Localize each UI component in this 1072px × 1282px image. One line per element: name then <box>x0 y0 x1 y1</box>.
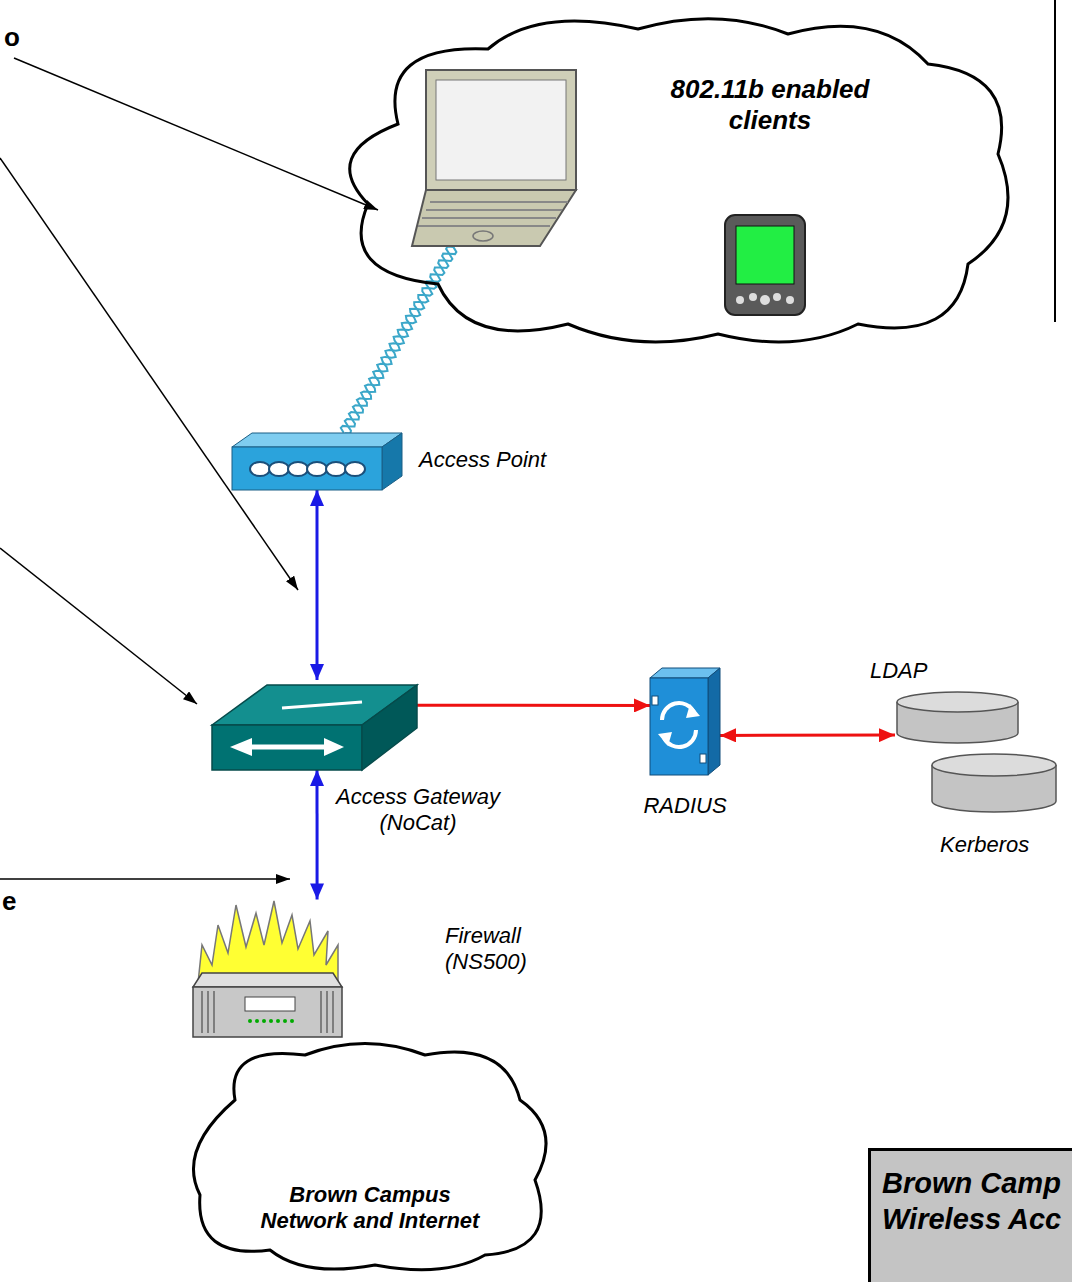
node-label: Firewall (NS500) <box>445 923 565 976</box>
wave-strand <box>345 247 457 434</box>
link-arrow <box>317 490 318 680</box>
firewall-icon-shape <box>190 895 345 1043</box>
node-label: Access Gateway (NoCat) <box>328 784 508 837</box>
campus-network-cloud-shape <box>175 1030 565 1280</box>
node-label: Brown Camp <box>882 1166 1061 1201</box>
leader-line <box>0 548 197 704</box>
title-box: Brown CampWireless Acc <box>868 1148 1072 1282</box>
node-label: LDAP <box>870 658 927 684</box>
node-label: Brown Campus Network and Internet <box>255 1182 485 1235</box>
ldap-database-shape <box>895 690 1020 745</box>
cut-off-text: o <box>4 22 20 53</box>
ldap-database: LDAP <box>895 690 1020 745</box>
campus-network-cloud: Brown Campus Network and Internet <box>175 1030 565 1280</box>
cut-off-text: e <box>2 886 16 917</box>
link-arrow <box>720 735 895 736</box>
access-point-icon: Access Point <box>232 433 402 490</box>
access-gateway-icon: Access Gateway (NoCat) <box>212 680 417 770</box>
access-point-icon-shape <box>232 433 402 490</box>
firewall-icon: Firewall (NS500) <box>190 895 345 1043</box>
radius-server-icon-shape <box>650 668 720 775</box>
radius-server-icon: RADIUS <box>650 668 720 775</box>
client-cloud-shape <box>318 4 1030 356</box>
link-arrow <box>392 705 650 706</box>
connector-line <box>392 704 650 707</box>
kerberos-database: Kerberos <box>930 752 1058 814</box>
kerberos-database-shape <box>930 752 1058 814</box>
node-label: Access Point <box>419 447 546 473</box>
client-cloud: 802.11b enabled clients <box>318 4 1030 356</box>
divider-line <box>1054 0 1056 322</box>
link-arrow <box>317 770 318 899</box>
connector-line <box>316 490 319 680</box>
leader-line <box>0 158 298 590</box>
leader-line <box>0 878 290 880</box>
node-label: 802.11b enabled clients <box>630 74 910 136</box>
leader-line <box>14 58 378 210</box>
connector-line <box>316 770 319 899</box>
node-label: Kerberos <box>940 832 1029 858</box>
node-label: RADIUS <box>635 793 735 819</box>
connector-line <box>720 734 895 737</box>
node-label: Wireless Acc <box>882 1202 1061 1237</box>
access-gateway-icon-shape <box>212 680 417 770</box>
